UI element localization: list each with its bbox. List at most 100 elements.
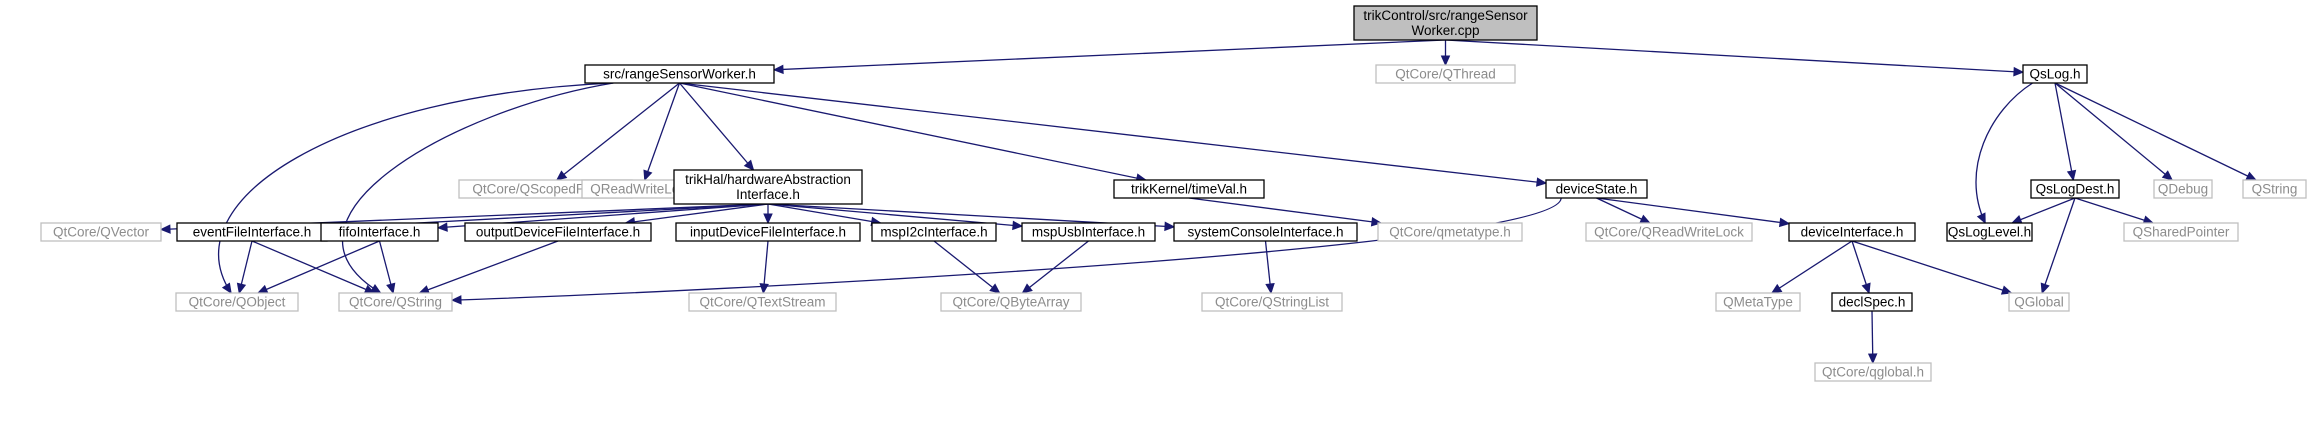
node-label: Worker.cpp [1411,23,1479,38]
node-qsloglevel[interactable]: QsLogLevel.h [1946,222,2033,242]
node-mspusb[interactable]: mspUsbInterface.h [1021,222,1156,242]
edge-rsw-to-devstate [679,82,1548,187]
node-timeval[interactable]: trikKernel/timeVal.h [1113,179,1265,199]
node-devif[interactable]: deviceInterface.h [1788,222,1916,242]
node-fifo[interactable]: fifoInterface.h [320,222,439,242]
node-box [2030,179,2120,199]
node-label: trikHal/hardwareAbstraction [685,172,851,187]
node-label: QMetaType [1723,295,1793,310]
edge-root-to-qthread [1440,40,1451,67]
node-box [673,169,863,205]
edge-arrowhead [221,282,232,295]
edge-arrowhead [763,213,773,225]
edge-arrowhead [1778,217,1791,228]
edge-line [933,240,1001,294]
node-box [1021,222,1156,242]
edge-line [341,82,614,294]
node-label: QsLogLevel.h [1948,225,2031,240]
node-qvector: QtCore/QVector [40,222,162,242]
edge-arrowhead [2040,282,2050,295]
node-box [2008,292,2070,312]
edge-mspusb-to-qbytearray [1021,240,1089,294]
node-box [1173,222,1358,242]
node-label: declSpec.h [1839,295,1906,310]
node-label: QString [2252,182,2298,197]
node-box [1946,222,2033,242]
node-mspi2c[interactable]: mspI2cInterface.h [871,222,997,242]
edge-line [218,82,614,294]
edge-arrowhead [772,64,784,75]
edge-arrowhead [2000,285,2013,295]
node-qglobal: QGlobal [2008,292,2070,312]
node-label: QtCore/QThread [1395,67,1496,82]
edge-line [625,203,769,224]
edge-devif-to-qglobal [1851,240,2013,295]
edge-line [1188,197,1381,224]
node-box [940,292,1082,312]
node-syscon[interactable]: systemConsoleInterface.h [1173,222,1358,242]
edge-line [2054,82,2257,181]
node-label: fifoInterface.h [339,225,421,240]
node-root[interactable]: trikControl/src/rangeSensorWorker.cpp [1353,5,1538,41]
node-box [1814,362,1932,382]
node-qrwlock2: QtCore/QReadWriteLock [1585,222,1753,242]
node-box [320,222,439,242]
node-box [2123,222,2239,242]
edge-arrowhead [386,282,396,295]
node-qsharedptr: QSharedPointer [2123,222,2239,242]
edge-qslogdest-to-qsloglevel [2010,197,2076,224]
node-label: trikKernel/timeVal.h [1131,182,1247,197]
node-qstring: QtCore/QString [338,292,453,312]
node-rsw[interactable]: src/rangeSensorWorker.h [584,64,775,84]
node-box [2242,179,2307,199]
node-label: QSharedPointer [2133,225,2230,240]
node-outdev[interactable]: outputDeviceFileInterface.h [464,222,652,242]
node-label: QtCore/QTextStream [699,295,825,310]
edge-rsw-to-qrwlock [643,82,681,182]
edge-arrowhead [450,295,462,305]
edge-arrowhead [1012,220,1024,231]
node-qglobal_h: QtCore/qglobal.h [1814,362,1932,382]
node-label: src/rangeSensorWorker.h [603,67,756,82]
edge-arrowhead [159,224,171,234]
edge-syscon-to-qstringlist [1264,240,1275,295]
edge-eventfile-to-qstring [251,240,376,294]
edge-qslog-to-qdebug [2054,82,2174,181]
node-declspec[interactable]: declSpec.h [1831,292,1913,312]
node-label: mspI2cInterface.h [880,225,987,240]
edges-layer [159,39,2257,365]
edge-arrowhead [989,283,1001,294]
edge-eventfile-to-qobject [236,240,253,295]
edge-arrowhead [759,283,769,295]
node-qslog[interactable]: QsLog.h [2022,64,2088,84]
node-label: outputDeviceFileInterface.h [476,225,640,240]
edge-arrowhead [1976,212,1986,225]
edge-line [2074,197,2154,224]
edge-line [767,203,881,224]
edge-rsw-to-hal [679,82,755,171]
node-qslogdest[interactable]: QsLogDest.h [2030,179,2120,199]
node-box [1545,179,1648,199]
edge-arrowhead [2013,66,2025,77]
node-box [2022,64,2088,84]
edge-rsw-to-qscopedptr [555,82,680,181]
edge-line [1851,240,2012,294]
node-qobject: QtCore/QObject [175,292,299,312]
node-devstate[interactable]: deviceState.h [1545,179,1648,199]
node-indev[interactable]: inputDeviceFileInterface.h [675,222,861,242]
edge-line [773,39,1446,71]
node-qbytearray: QtCore/QByteArray [940,292,1082,312]
edge-arrowhead [1440,55,1451,67]
edge-mspi2c-to-qbytearray [933,240,1001,294]
edge-indev-to-qtextstream [759,240,769,295]
node-box [1353,5,1538,41]
node-eventfile[interactable]: eventFileInterface.h [176,222,328,242]
node-box [338,292,453,312]
edge-line [2011,197,2076,224]
node-qdebug: QDebug [2153,179,2213,199]
edge-arrowhead [2010,215,2023,224]
edge-outdev-to-qstring [418,240,559,295]
edge-line [2041,197,2076,294]
